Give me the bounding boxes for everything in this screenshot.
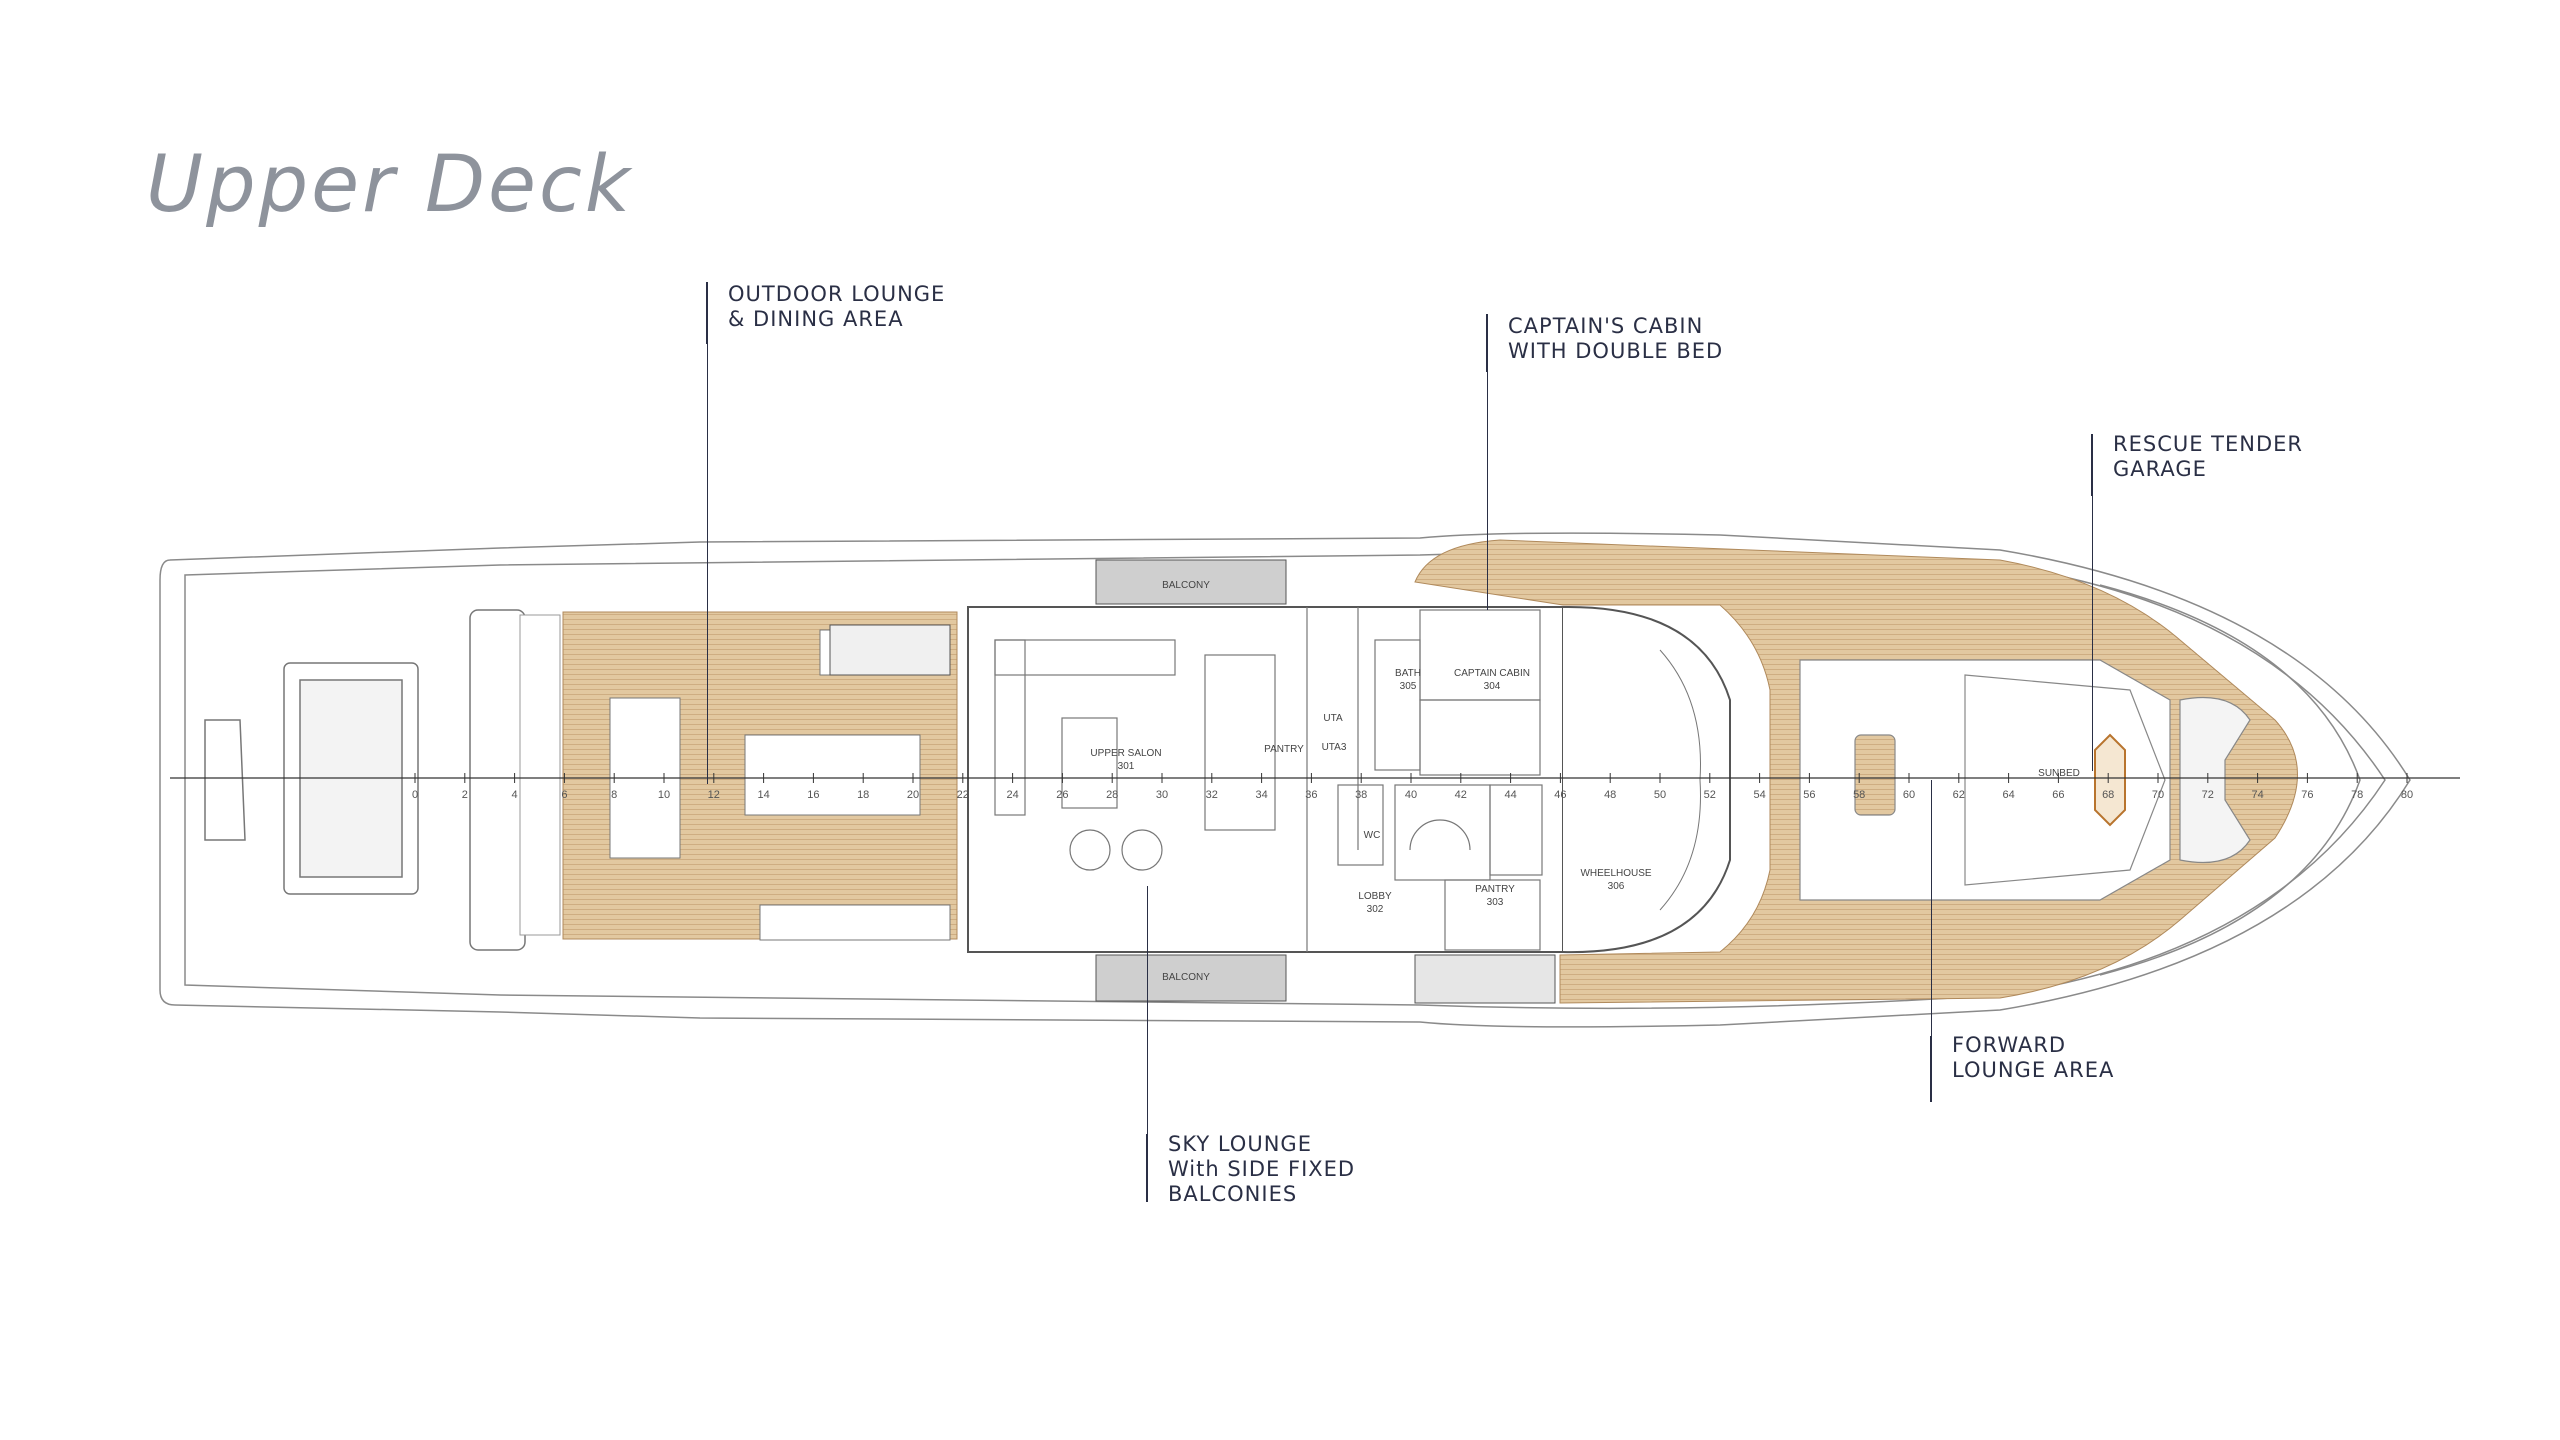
- frame-number: 32: [1206, 789, 1218, 801]
- room-label: 305: [1400, 681, 1417, 692]
- frame-number: 56: [1803, 789, 1815, 801]
- callout-sky-lounge: SKY LOUNGE With SIDE FIXED BALCONIES: [1168, 1132, 1355, 1207]
- frame-number: 26: [1056, 789, 1068, 801]
- deckhouse: [967, 606, 1564, 953]
- frame-number: 12: [708, 789, 720, 801]
- room-label: CAPTAIN CABIN: [1454, 668, 1530, 679]
- balconies: [829, 559, 1556, 1004]
- callout-text: FORWARD: [1952, 1033, 2067, 1057]
- frame-number: 24: [1006, 789, 1018, 801]
- callout-captains-cabin: CAPTAIN'S CABIN WITH DOUBLE BED: [1508, 314, 1723, 364]
- callout-line: [1930, 1036, 1932, 1102]
- room-label: UTA: [1323, 713, 1343, 724]
- room-label: BALCONY: [1162, 972, 1210, 983]
- callout-line: [706, 282, 708, 344]
- frame-number: 70: [2152, 789, 2164, 801]
- callout-line: [1146, 1134, 1148, 1202]
- room-label: PANTRY: [1475, 884, 1515, 895]
- callout-text: With SIDE FIXED: [1168, 1157, 1356, 1181]
- callout-outdoor-lounge: OUTDOOR LOUNGE & DINING AREA: [728, 282, 945, 332]
- frame-number: 72: [2202, 789, 2214, 801]
- frame-number: 16: [807, 789, 819, 801]
- frame-number: 60: [1903, 789, 1915, 801]
- callout-text: SKY LOUNGE: [1168, 1132, 1312, 1156]
- page-title: Upper Deck: [146, 140, 634, 230]
- room-label: BALCONY: [1162, 580, 1210, 591]
- frame-number: 36: [1305, 789, 1317, 801]
- room-label: 306: [1608, 881, 1625, 892]
- frame-number: 0: [412, 789, 418, 801]
- frame-number: 34: [1255, 789, 1267, 801]
- callout-line: [707, 344, 708, 784]
- frame-number: 8: [611, 789, 617, 801]
- room-label: UTA3: [1322, 742, 1347, 753]
- frame-number: 80: [2401, 789, 2413, 801]
- room-label: UPPER SALON: [1090, 748, 1161, 759]
- frame-number: 74: [2251, 789, 2263, 801]
- callout-text: OUTDOOR LOUNGE: [728, 282, 946, 306]
- frame-number: 42: [1455, 789, 1467, 801]
- room-label: SUNBED: [2038, 768, 2080, 779]
- frame-number: 46: [1554, 789, 1566, 801]
- callout-rescue-tender: RESCUE TENDER GARAGE: [2113, 432, 2303, 482]
- callout-line: [2091, 434, 2093, 496]
- frame-number: 40: [1405, 789, 1417, 801]
- callout-text: & DINING AREA: [728, 307, 904, 331]
- frame-number: 22: [957, 789, 969, 801]
- room-label: PANTRY: [1264, 744, 1304, 755]
- frame-number: 30: [1156, 789, 1168, 801]
- room-label: BATH: [1395, 668, 1421, 679]
- frame-number: 78: [2351, 789, 2363, 801]
- frame-number: 54: [1753, 789, 1765, 801]
- callout-forward-lounge: FORWARD LOUNGE AREA: [1952, 1033, 2114, 1083]
- frame-number: 6: [561, 789, 567, 801]
- wheelhouse-outline: [1562, 605, 1731, 954]
- frame-number: 76: [2301, 789, 2313, 801]
- frame-number: 10: [658, 789, 670, 801]
- room-label: 303: [1487, 897, 1504, 908]
- callout-line: [1147, 886, 1148, 1138]
- frame-number: 18: [857, 789, 869, 801]
- callout-line: [2092, 496, 2093, 771]
- frame-number: 66: [2052, 789, 2064, 801]
- frame-number: 62: [1953, 789, 1965, 801]
- room-label: 302: [1367, 904, 1384, 915]
- aft-sunpad: [204, 609, 526, 951]
- frame-number: 58: [1853, 789, 1865, 801]
- frame-number: 50: [1654, 789, 1666, 801]
- callout-text: RESCUE TENDER: [2113, 432, 2304, 456]
- frame-number: 38: [1355, 789, 1367, 801]
- callout-text: CAPTAIN'S CABIN: [1508, 314, 1704, 338]
- room-label: 301: [1118, 761, 1135, 772]
- hull-outline: [159, 532, 2411, 1028]
- frame-number: 20: [907, 789, 919, 801]
- frame-number: 68: [2102, 789, 2114, 801]
- callout-line: [1487, 372, 1488, 610]
- frame-number: 64: [2002, 789, 2014, 801]
- room-label: 304: [1484, 681, 1501, 692]
- room-label: WC: [1364, 830, 1381, 841]
- frame-number: 2: [462, 789, 468, 801]
- frame-number: 48: [1604, 789, 1616, 801]
- room-label: WHEELHOUSE: [1580, 868, 1651, 879]
- callout-text: BALCONIES: [1168, 1182, 1298, 1206]
- frame-number: 28: [1106, 789, 1118, 801]
- frame-number: 52: [1704, 789, 1716, 801]
- frame-number: 44: [1504, 789, 1516, 801]
- callout-text: LOUNGE AREA: [1952, 1058, 2115, 1082]
- callout-text: WITH DOUBLE BED: [1508, 339, 1724, 363]
- callout-line: [1486, 314, 1488, 372]
- frame-number: 14: [757, 789, 769, 801]
- frame-number: 4: [512, 789, 518, 801]
- callout-text: GARAGE: [2113, 457, 2207, 481]
- callout-line: [1931, 780, 1932, 1042]
- room-label: LOBBY: [1358, 891, 1392, 902]
